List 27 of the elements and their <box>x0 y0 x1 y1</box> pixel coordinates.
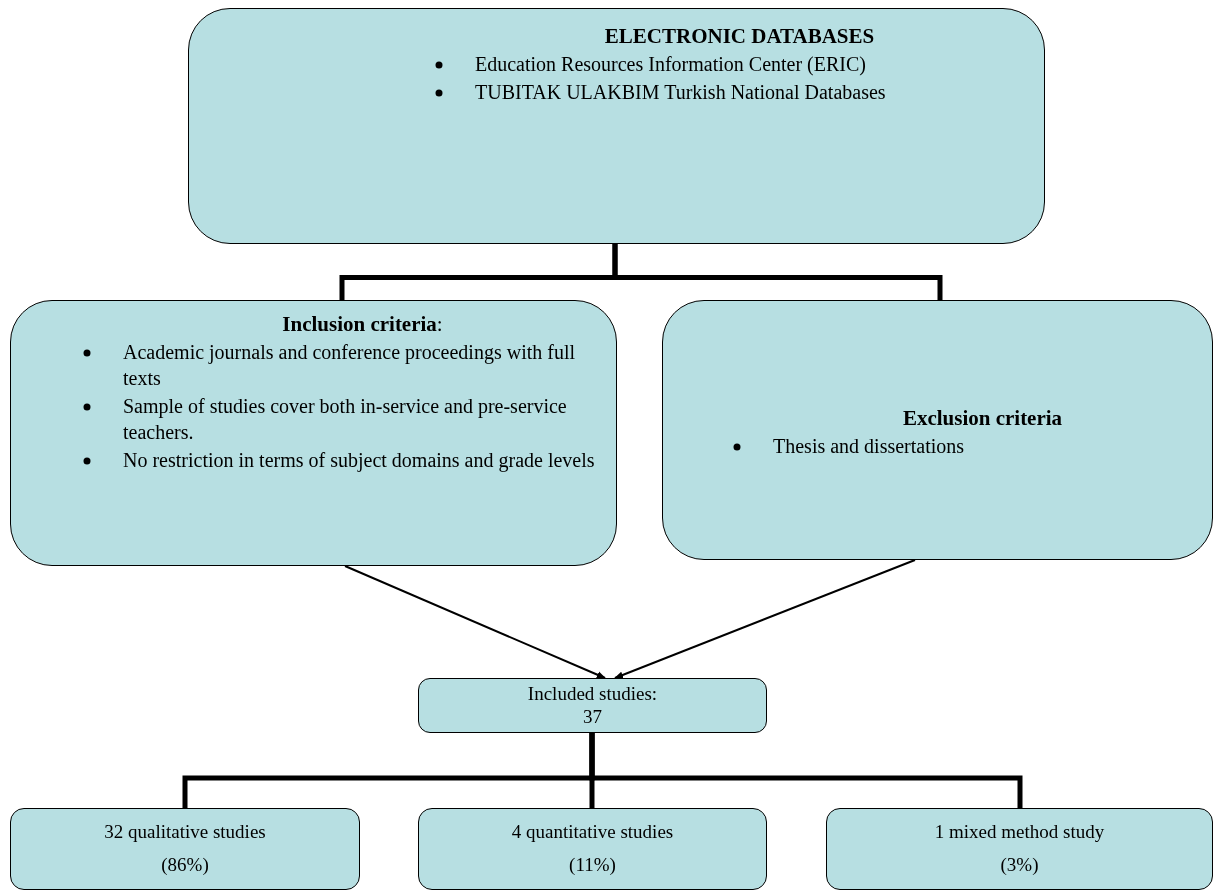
box-text: (11%) <box>569 854 616 877</box>
connector-line <box>612 244 943 300</box>
rounded-box <box>418 808 767 890</box>
box-text: (3%) <box>1000 854 1039 877</box>
box-text: 32 qualitative studies <box>104 821 266 844</box>
box-heading: Inclusion criteria: <box>281 311 444 338</box>
bullet-item: TUBITAK ULAKBIM Turkish National Databases <box>475 81 886 104</box>
connector-line <box>589 733 1023 808</box>
box-text: Included studies: 37 <box>526 682 659 729</box>
box-text: 1 mixed method study <box>934 821 1105 844</box>
bullet-item: No restriction in terms of subject domains and grade levels <box>123 449 595 472</box>
rounded-box <box>10 808 360 890</box>
box-heading: Exclusion criteria <box>901 405 1064 432</box>
bullet-item: Education Resources Information Center (ERIC) <box>475 53 866 76</box>
bullet-item: Sample of studies cover both in-service and pre-service teachers. <box>123 395 567 444</box>
bullet-item: Academic journals and conference proceedings with full texts <box>123 341 576 390</box>
rounded-box <box>826 808 1213 890</box>
arrow <box>344 565 606 679</box>
arrow <box>614 559 916 679</box>
box-text: 4 quantitative studies <box>511 821 674 844</box>
box-heading: ELECTRONIC DATABASES <box>603 23 876 50</box>
rounded-box <box>10 300 617 566</box>
bullet-item: Thesis and dissertations <box>773 435 965 458</box>
rounded-box <box>662 300 1213 560</box>
box-text: (86%) <box>161 854 209 877</box>
rounded-box <box>418 678 767 733</box>
rounded-box <box>188 8 1045 244</box>
